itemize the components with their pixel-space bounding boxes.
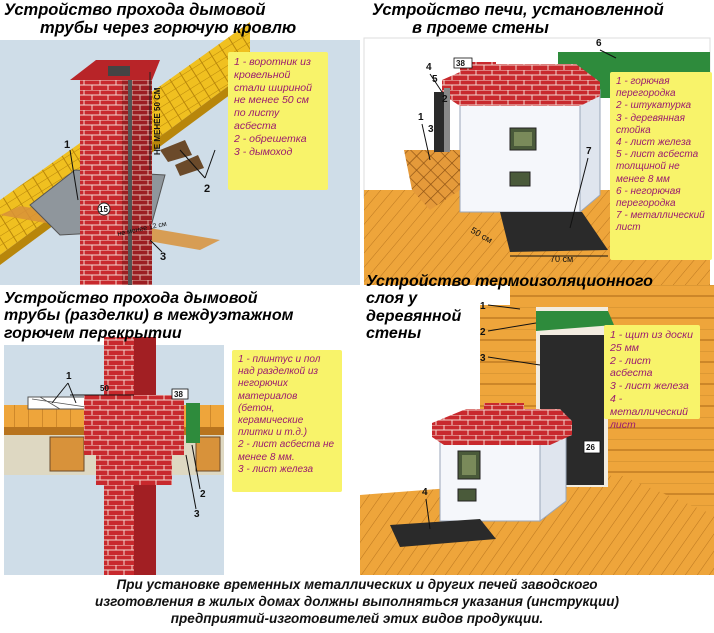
- stove-wall-legend: 1 - горючая перегородка 2 - штукатурка 3…: [610, 72, 712, 260]
- stove-floor-sheet: [500, 212, 608, 252]
- footer-line-3: предприятий-изготовителей этих видов про…: [170, 610, 544, 626]
- stove-label-4: 4: [426, 62, 432, 73]
- stove-body: [459, 99, 581, 213]
- stove-wall-legend-item-7: 7 - металлический лист: [616, 210, 705, 234]
- insulation-label-3: 3: [480, 353, 486, 364]
- stove-wall-title: Устройство печи, установленной в проеме …: [372, 1, 664, 37]
- insulation-label-4: 4: [422, 487, 428, 498]
- stove-label-3: 3: [428, 124, 434, 135]
- footer-line-2: изготовления в жилых домах должны выполн…: [94, 593, 620, 609]
- floor-title: Устройство прохода дымовой трубы (раздел…: [4, 290, 294, 342]
- roof-chimney: [80, 78, 122, 285]
- roof-dim-vertical: НЕ МЕНЕЕ 50 СМ: [153, 87, 162, 155]
- roof-label-3: 3: [160, 251, 166, 263]
- insulation-illustration: 26 1 2 3 4: [360, 285, 714, 575]
- stove-wall-legend-item-3: 3 - деревянная стойка: [616, 112, 685, 136]
- insulation-dim-26: 26: [586, 443, 595, 452]
- insulation-legend: 1 - щит из доски 25 мм 2 - лист асбеста …: [604, 325, 700, 431]
- stove-dim-38: 38: [456, 59, 465, 68]
- roof-legend-item-2: 2 - обрешетка: [234, 132, 307, 145]
- floor-illustration: 50 38 1 2 3: [4, 337, 224, 575]
- insulation-legend-item-2: 2 - лист асбеста: [610, 354, 653, 380]
- floor-label-1: 1: [66, 371, 72, 382]
- stove-label-6: 6: [596, 38, 602, 49]
- footer-note: При установке временных металлических и …: [0, 577, 714, 628]
- roof-legend-item-3: 3 - дымоход: [234, 145, 293, 158]
- roof-title: Устройство прохода дымовой трубы через г…: [4, 1, 297, 37]
- floor-dim-38: 38: [174, 390, 183, 399]
- stove-dim-70: 70 см: [550, 254, 573, 264]
- floor-label-2: 2: [200, 489, 206, 500]
- stove-wall-legend-item-1: 1 - горючая перегородка: [616, 76, 676, 100]
- insulation-legend-item-4: 4 - металлический лист: [610, 392, 688, 431]
- panel-floor: 50 38 1 2 3 Устройство прохода дымовой т…: [0, 285, 360, 575]
- stove-label-2: 2: [442, 94, 448, 105]
- floor-label-3: 3: [194, 509, 200, 520]
- insulation-legend-item-3: 3 - лист железа: [610, 380, 689, 393]
- insulation-legend-item-1: 1 - щит из доски 25 мм: [610, 329, 693, 354]
- stove-label-7: 7: [586, 146, 592, 157]
- panel-insulation: 26 1 2 3 4 Устройство термоизоляционного…: [360, 273, 714, 575]
- stove-wall-legend-item-5: 5 - лист асбеста толщиной не менее 8 мм: [616, 149, 699, 185]
- roof-label-1: 1: [64, 139, 70, 151]
- insulation-label-1: 1: [480, 301, 486, 312]
- floor-dim-50: 50: [100, 384, 109, 393]
- floor-legend-item-2: 2 - лист асбеста не менее 8 мм.: [238, 439, 335, 463]
- floor-legend: 1 - плинтус и пол над разделкой из негор…: [232, 350, 342, 492]
- stove-label-5: 5: [432, 74, 438, 85]
- roof-legend-item-1: 1 - воротник из кровельной стали шириной…: [234, 56, 312, 132]
- floor-legend-item-1: 1 - плинтус и пол над разделкой из негор…: [238, 354, 321, 439]
- footer-line-1: При установке временных металлических и …: [116, 577, 598, 592]
- insulation-label-2: 2: [480, 327, 486, 338]
- stove-wall-legend-item-4: 4 - лист железа: [616, 136, 692, 148]
- panel-roof: НЕ МЕНЕЕ 50 СМ не менее 12 см 15 1 2 3 У…: [0, 0, 360, 285]
- stove-label-1: 1: [418, 112, 424, 123]
- insulation-title: Устройство термоизоляционного слоя у дер…: [366, 273, 653, 342]
- panel-stove-wall: 38 50 см 70 см 1 2 3 4 5 6 7 Устройство …: [360, 0, 714, 285]
- stove-wall-legend-item-2: 2 - штукатурка: [616, 100, 692, 112]
- roof-legend: 1 - воротник из кровельной стали шириной…: [228, 52, 328, 190]
- floor-legend-item-3: 3 - лист железа: [238, 463, 314, 475]
- roof-label-2: 2: [204, 183, 210, 195]
- stove-wall-legend-item-6: 6 - негорючая перегородка: [616, 185, 681, 209]
- insulation-stove: [439, 436, 541, 522]
- roof-dim-15: 15: [99, 205, 108, 214]
